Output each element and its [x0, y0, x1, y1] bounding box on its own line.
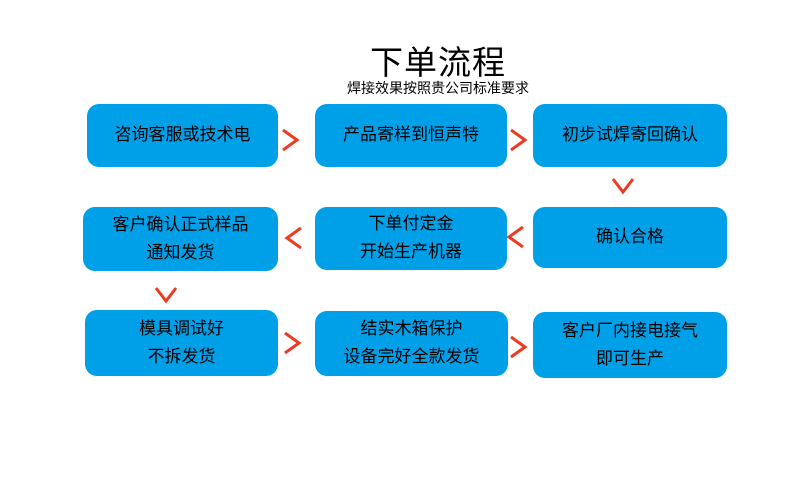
arrow-right-icon: [282, 330, 302, 356]
flow-step-6: 客户确认正式样品 通知发货: [83, 207, 278, 271]
flow-step-7-label-line2: 不拆发货: [147, 346, 216, 366]
flow-step-8-label-line2: 设备完好全款发货: [343, 347, 480, 366]
flow-step-7-label-line1: 模具调试好: [139, 318, 224, 338]
flow-step-4: 确认合格: [533, 207, 727, 268]
flow-step-9-label-line2: 即可生产: [596, 348, 664, 368]
arrow-left-icon: [506, 224, 526, 250]
page-subtitle: 焊接效果按照贵公司标准要求: [347, 80, 529, 96]
flow-step-6-label-line2: 通知发货: [146, 242, 215, 262]
flow-step-2: 产品寄样到恒声特: [315, 104, 507, 167]
flow-step-9-label-line1: 客户厂内接电接气: [562, 320, 698, 340]
flow-step-5: 下单付定金 开始生产机器: [315, 207, 507, 270]
arrow-down-icon: [153, 286, 179, 304]
flow-step-5-label-line2: 开始生产机器: [360, 242, 462, 261]
page-title: 下单流程: [370, 44, 506, 81]
flow-step-5-label-line1: 下单付定金: [368, 214, 454, 234]
flow-step-9: 客户厂内接电接气 即可生产: [533, 312, 727, 378]
flow-step-1-label: 咨询客服或技术电: [114, 125, 251, 145]
arrow-right-icon: [280, 127, 300, 153]
flow-step-6-label-line1: 客户确认正式样品: [112, 214, 249, 234]
arrow-left-icon: [284, 225, 304, 251]
arrow-right-icon: [508, 127, 528, 153]
arrow-down-icon: [610, 177, 636, 195]
flow-step-7: 模具调试好 不拆发货: [85, 310, 278, 376]
flow-step-1: 咨询客服或技术电: [87, 104, 278, 167]
arrow-right-icon: [508, 334, 528, 360]
flow-step-4-label: 确认合格: [596, 227, 664, 247]
flow-step-2-label: 产品寄样到恒声特: [343, 125, 479, 145]
flow-step-3-label: 初步试焊寄回确认: [562, 125, 698, 145]
flow-step-8-label-line1: 结实木箱保护: [360, 319, 463, 339]
flow-step-8: 结实木箱保护 设备完好全款发货: [315, 311, 508, 376]
flow-step-3: 初步试焊寄回确认: [533, 104, 727, 167]
